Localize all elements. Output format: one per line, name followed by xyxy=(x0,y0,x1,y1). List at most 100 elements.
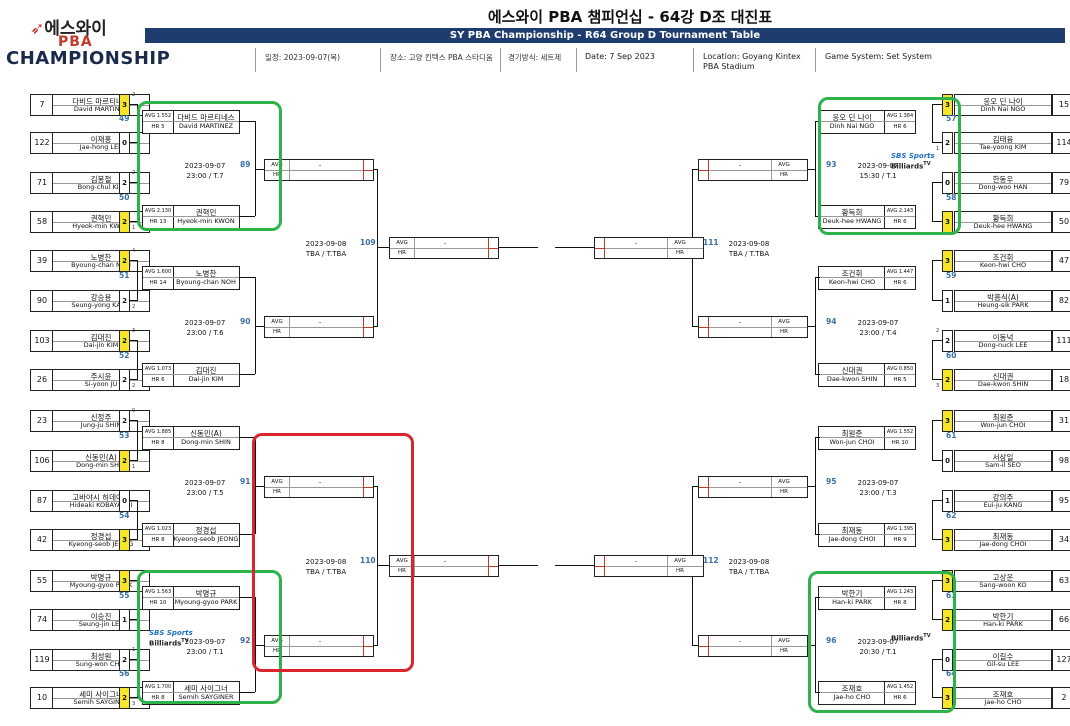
box-divider xyxy=(289,476,290,497)
slot-divider xyxy=(955,143,1051,144)
slot-divider xyxy=(53,581,149,582)
avg-value: AVG 0.850 xyxy=(886,366,914,372)
set-detail: 1 xyxy=(132,225,136,231)
player-name-en: Dong-woo HAN xyxy=(978,183,1028,191)
box-divider xyxy=(595,566,703,567)
avg-result: - xyxy=(443,239,447,247)
match-date: 2023-09-08 xyxy=(728,240,770,248)
player-slot[interactable]: 신동민(A)Dong-min SHIN xyxy=(52,450,150,472)
player-seed: 7 xyxy=(30,94,54,116)
player-name-kr: 다비드 마르티네스 xyxy=(72,97,130,106)
player-name-en: Kyeong-seob JEONG xyxy=(68,540,134,548)
bracket-line xyxy=(932,460,942,461)
player-name-en: Jae-dong CHOI xyxy=(828,535,876,543)
player-name-en: Dong-min SHIN xyxy=(76,461,126,469)
match-number: 92 xyxy=(240,635,251,645)
bracket-line xyxy=(815,692,820,693)
avg-value: AVG 1.885 xyxy=(144,429,172,435)
player-score: 0 xyxy=(119,132,130,154)
match-time: 15:30 / T.1 xyxy=(859,171,897,180)
player-name-en: Jae-ho CHO xyxy=(833,693,871,701)
set-detail: 1 xyxy=(132,464,136,470)
player-slot[interactable]: 박흥식(A)Heung-sik PARK xyxy=(954,290,1052,312)
player-score: 3 xyxy=(119,94,130,116)
player-name-kr: 고바야시 히데아키 xyxy=(72,493,130,502)
hr-value: HR 5 xyxy=(885,374,915,385)
box-divider xyxy=(289,316,290,337)
match-time: TBA / T.TBA xyxy=(305,568,347,576)
bracket-line xyxy=(806,325,816,327)
bracket-line xyxy=(932,420,942,421)
slot-divider xyxy=(955,540,1051,541)
player-score: 2 xyxy=(119,369,130,391)
player-seed: 23 xyxy=(30,410,54,432)
bracket-line xyxy=(377,247,389,248)
avg-result: - xyxy=(318,636,322,645)
player-name-en: Myoung-gyoo PARK xyxy=(174,598,238,606)
match-number: 60 xyxy=(946,350,957,360)
bracket-line xyxy=(137,340,138,379)
bracket-line xyxy=(130,460,138,461)
player-name-en: Jae-hong LEE xyxy=(79,143,123,151)
highlight-box-green xyxy=(137,101,282,231)
